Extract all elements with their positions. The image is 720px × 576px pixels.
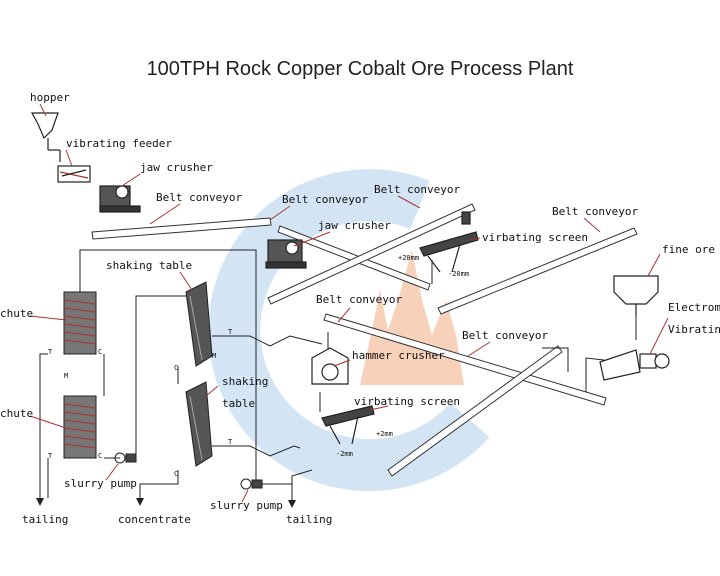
label-tailing-2: tailing (286, 513, 333, 526)
hopper-unit (30, 112, 61, 162)
label-concentrate: concentrate (118, 513, 191, 526)
mark-c-2: C (98, 452, 103, 460)
label-shaking-table-2b: table (222, 397, 256, 410)
label-hammer-crusher: hammer crusher (352, 349, 445, 362)
watermark-logo (208, 169, 490, 492)
fine-ore-bin (613, 275, 659, 316)
spiral-chute-1 (63, 256, 97, 355)
electromagnetic-feeder (599, 349, 670, 381)
mark-m-3: M (212, 352, 217, 360)
label-tailing-1: tailing (22, 513, 69, 526)
mark-c-4: C (174, 470, 179, 478)
mark-c-3: C (174, 364, 179, 372)
jaw-crusher-1-unit (99, 185, 141, 213)
jaw-crusher-2-unit (265, 239, 307, 269)
label-belt-conveyor-2: Belt conveyor (282, 193, 369, 206)
label-belt-conveyor-1: Belt conveyor (156, 191, 243, 204)
mark-c-1: C (98, 348, 103, 356)
mark-t-1: T (48, 348, 53, 356)
label-hopper: hopper (30, 91, 70, 104)
label-slurry-pump-2: slurry pump (210, 499, 283, 512)
slurry-pump-2-unit (240, 478, 263, 490)
label-size-20mm-minus: -20mm (448, 270, 470, 278)
shaking-table-1-unit (185, 281, 213, 367)
mark-m-1: M (64, 372, 69, 380)
vibrating-screen-1-unit (419, 211, 479, 273)
label-belt-conveyor-4: Belt conveyor (552, 205, 639, 218)
label-shaking-table-2a: shaking (222, 375, 269, 388)
label-vibrating: Vibrating (668, 323, 720, 336)
label-size-20mm-plus: +20mm (398, 254, 420, 262)
label-chute-1: chute (0, 307, 34, 320)
label-chute-2: chute (0, 407, 34, 420)
label-fine-ore: fine ore (662, 243, 715, 256)
label-belt-conveyor-3: Belt conveyor (374, 183, 461, 196)
mark-t-3: T (228, 328, 233, 336)
hammer-crusher-unit (311, 347, 349, 385)
mark-t-4: T (228, 438, 233, 446)
flow-lines (39, 249, 637, 500)
label-belt-conveyor-6: Belt conveyor (462, 329, 549, 342)
label-size-2mm-minus: -2mm (336, 450, 353, 458)
diagram-title: 100TPH Rock Copper Cobalt Ore Process Pl… (146, 58, 574, 80)
label-belt-conveyor-5: Belt conveyor (316, 293, 403, 306)
shaking-table-2-unit (185, 381, 213, 467)
label-slurry-pump-1: slurry pump (64, 477, 137, 490)
vibrating-screen-2-unit (321, 405, 375, 445)
label-size-2mm-plus: +2mm (376, 430, 393, 438)
label-vibrating-feeder: vibrating feeder (66, 137, 172, 150)
mark-t-2: T (48, 452, 53, 460)
label-virbating-screen-1: virbating screen (482, 231, 588, 244)
label-jaw-crusher-1: jaw crusher (140, 161, 213, 174)
arrow-leaders (29, 103, 669, 503)
label-electromagnetic: Electroma (668, 301, 720, 314)
vibrating-feeder-unit (57, 165, 91, 183)
spiral-chute-2 (63, 395, 97, 459)
label-shaking-table-1: shaking table (106, 259, 193, 272)
label-virbating-screen-2: virbating screen (354, 395, 460, 408)
belt-conveyors (91, 203, 638, 477)
output-arrows (36, 498, 296, 508)
label-jaw-crusher-2: jaw crusher (318, 219, 391, 232)
